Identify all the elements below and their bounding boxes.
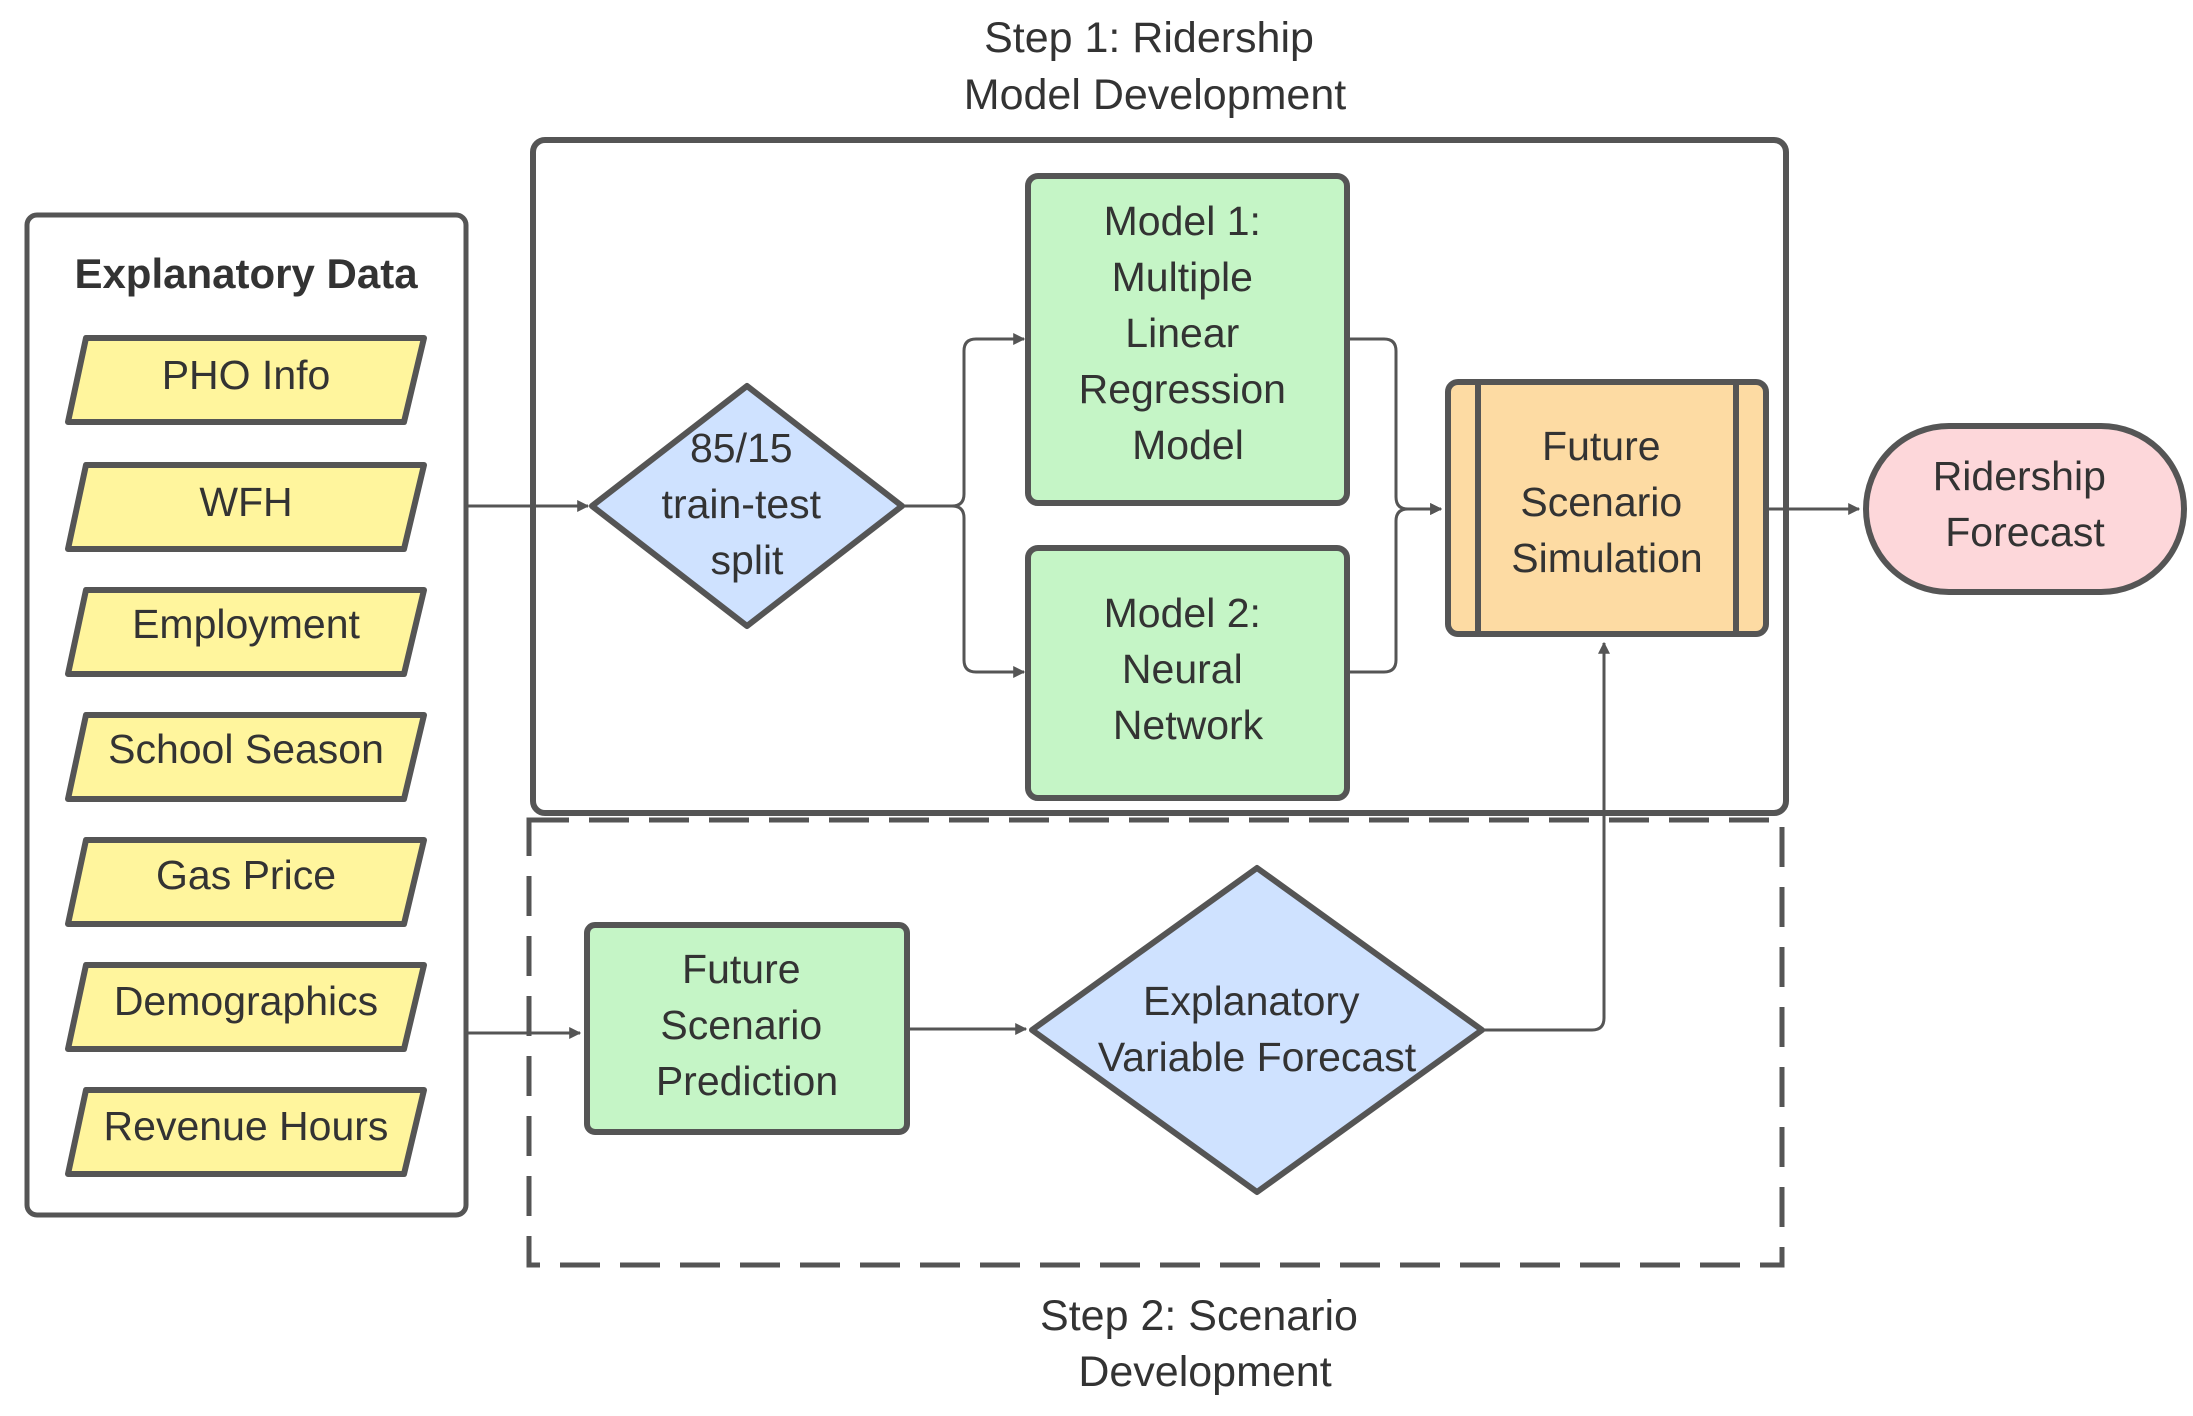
ridership-forecast-label: Ridership Forecast: [1933, 453, 2118, 555]
model1-label: Model 1: Multiple Linear Regression Mode…: [1079, 198, 1298, 468]
input-label: Revenue Hours: [104, 1103, 389, 1149]
future-scenario-prediction-node: Future Scenario Prediction: [584, 922, 910, 1135]
input-label: Employment: [132, 601, 360, 647]
explanatory-variable-forecast-node: Explanatory Variable Forecast: [1029, 865, 1485, 1195]
input-wfh: WFH: [65, 462, 427, 552]
input-gas-price: Gas Price: [65, 837, 427, 927]
input-label: PHO Info: [162, 352, 331, 398]
step1-container: [530, 137, 1789, 816]
connectors: [468, 333, 1861, 1039]
ridership-forecast-node: Ridership Forecast: [1863, 423, 2187, 595]
future-scenario-simulation-label: Future Scenario Simulation: [1511, 423, 1702, 581]
model2-node: Model 2: Neural Network: [1025, 545, 1350, 801]
input-revenue-hours: Revenue Hours: [65, 1087, 427, 1177]
arrow-model1-to-simulation: [1347, 337, 1443, 515]
arrow-split-to-model2: [902, 504, 1026, 678]
explanatory-data-title: Explanatory Data: [74, 250, 418, 297]
input-school-season: School Season: [65, 712, 427, 802]
input-demographics: Demographics: [65, 962, 427, 1052]
future-scenario-simulation-node: Future Scenario Simulation: [1445, 379, 1769, 637]
arrow-split-to-model1: [902, 333, 1026, 508]
step2-title: Step 2: Scenario Development: [1040, 1292, 1370, 1396]
future-scenario-prediction-label: Future Scenario Prediction: [656, 946, 838, 1104]
train-test-split-label: 85/15 train-test split: [662, 425, 833, 583]
train-test-split-node: 85/15 train-test split: [589, 383, 905, 629]
input-employment: Employment: [65, 587, 427, 677]
input-label: School Season: [108, 726, 384, 772]
arrow-variable-forecast-to-simulation: [1480, 641, 1610, 1032]
model2-label: Model 2: Neural Network: [1104, 590, 1273, 748]
step2-container: [526, 817, 1785, 1268]
arrow-model2-to-simulation: [1347, 503, 1443, 674]
input-pho-info: PHO Info: [65, 335, 427, 425]
explanatory-input-list: PHO Info WFH Employment School Season Ga…: [65, 335, 427, 1177]
explanatory-variable-forecast-label: Explanatory Variable Forecast: [1098, 978, 1417, 1080]
input-label: WFH: [199, 479, 292, 525]
step1-title: Step 1: Ridership Model Development: [964, 14, 1346, 119]
input-label: Demographics: [114, 978, 378, 1024]
input-label: Gas Price: [156, 852, 336, 898]
model1-node: Model 1: Multiple Linear Regression Mode…: [1025, 173, 1350, 506]
